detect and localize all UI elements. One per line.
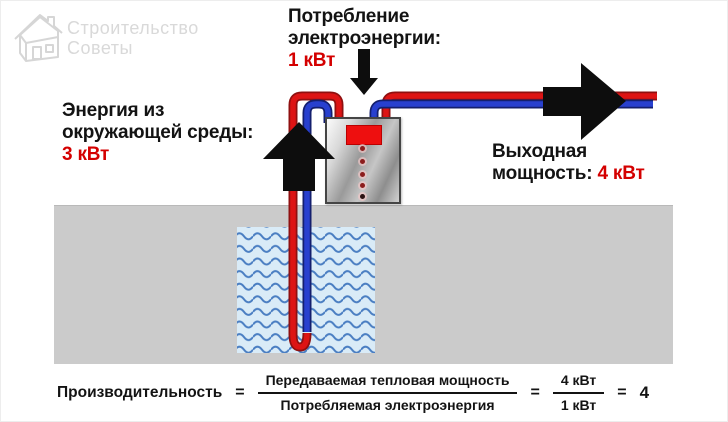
- equals-sign: =: [235, 384, 245, 401]
- house-icon: [14, 14, 63, 62]
- consumption-value: 1 кВт: [288, 50, 336, 71]
- equals-sign: =: [530, 384, 540, 401]
- ground: [54, 205, 673, 364]
- ambient-energy-label: Энергия из окружающей среды: 3 кВт: [62, 100, 253, 166]
- formula-result: 4: [639, 383, 650, 402]
- ambient-line2: окружающей среды:: [62, 122, 254, 143]
- unit-display: [346, 125, 382, 145]
- site-watermark: Строительство Советы: [67, 18, 199, 58]
- blue-pipe-right-outline: [369, 99, 653, 123]
- red-pipe-right-outline: [381, 91, 657, 123]
- output-line2-prefix: мощность:: [492, 163, 598, 184]
- output-line1: Выходная: [492, 141, 587, 162]
- watermark-line1: Строительство: [67, 18, 199, 38]
- unit-indicator-dot: [360, 172, 365, 177]
- unit-indicator-dot: [360, 146, 365, 151]
- output-value: 4 кВт: [597, 163, 645, 184]
- fraction-numerator: 4 кВт: [560, 371, 597, 388]
- output-power-label: Выходная мощность: 4 кВт: [492, 141, 645, 185]
- output-right-arrow: [543, 63, 626, 140]
- ambient-value: 3 кВт: [62, 144, 110, 165]
- heat-pump-unit: [325, 117, 401, 204]
- equals-sign: =: [617, 384, 627, 401]
- output-line2: мощность: 4 кВт: [492, 163, 645, 185]
- consumption-line2: электроэнергии:: [288, 28, 441, 49]
- unit-indicator-dot: [360, 183, 365, 188]
- formula-text-fraction: Передаваемая тепловая мощность Потребляе…: [257, 371, 518, 415]
- consumption-line1: Потребление: [288, 6, 410, 27]
- unit-indicator-dot: [360, 159, 365, 164]
- fraction-denominator: 1 кВт: [560, 397, 597, 414]
- watermark-line2: Советы: [67, 38, 133, 58]
- ambient-line1: Энергия из: [62, 100, 165, 121]
- cop-formula: Производительность = Передаваемая теплов…: [57, 366, 649, 420]
- red-pipe-right: [383, 93, 657, 123]
- fraction-numerator: Передаваемая тепловая мощность: [265, 371, 510, 388]
- blue-pipe-right: [371, 101, 653, 123]
- consumption-label: Потребление электроэнергии: 1 кВт: [288, 6, 441, 72]
- fraction-bar: [257, 391, 518, 395]
- fraction-denominator: Потребляемая электроэнергия: [280, 397, 495, 414]
- fraction-bar: [552, 391, 605, 395]
- formula-lhs: Производительность: [57, 384, 223, 401]
- unit-indicator-dot: [360, 194, 365, 199]
- formula-value-fraction: 4 кВт 1 кВт: [552, 371, 605, 415]
